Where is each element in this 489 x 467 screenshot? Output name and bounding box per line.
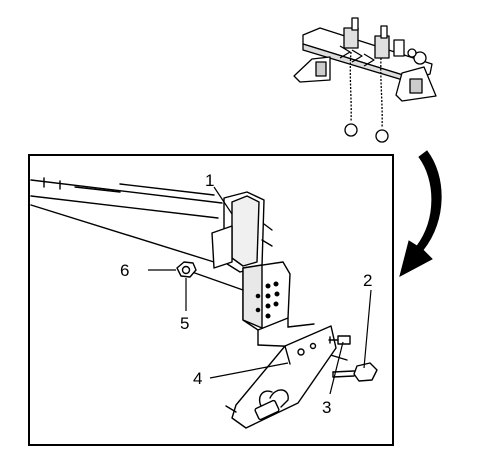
callout-2: 2 bbox=[363, 271, 372, 290]
detail-frame bbox=[28, 154, 394, 446]
leader-lines bbox=[148, 186, 372, 395]
curved-arrow bbox=[399, 150, 442, 277]
callout-1: 1 bbox=[205, 171, 214, 190]
callout-5: 5 bbox=[180, 314, 189, 333]
callout-4: 4 bbox=[193, 369, 202, 388]
detail-assembly bbox=[30, 177, 378, 429]
callouts: 1 2 3 4 5 6 bbox=[120, 171, 372, 417]
callout-6: 6 bbox=[120, 261, 129, 280]
callout-3: 3 bbox=[322, 398, 331, 417]
fixture-overview bbox=[293, 17, 437, 143]
